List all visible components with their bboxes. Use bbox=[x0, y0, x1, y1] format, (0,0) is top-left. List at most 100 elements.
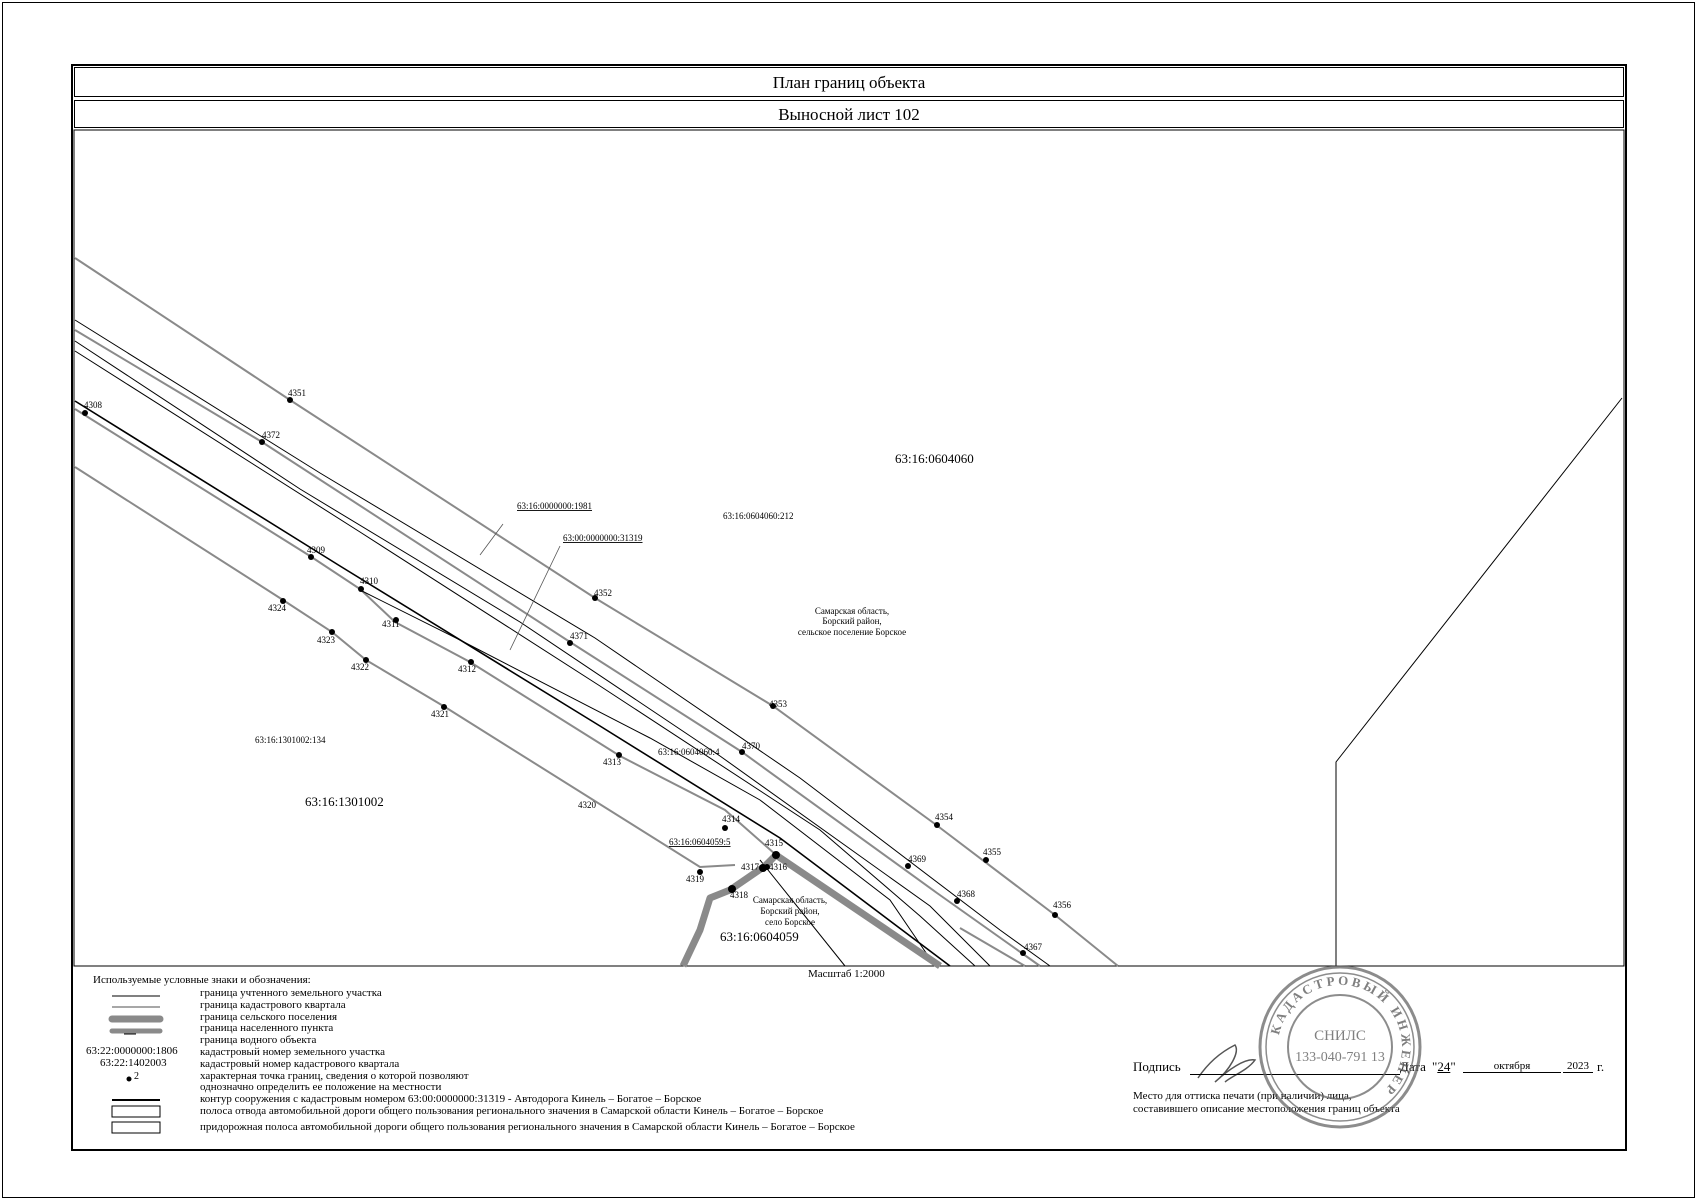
leader-lines bbox=[479, 523, 561, 651]
parcel-label-31319: 63:00:0000000:31319 bbox=[563, 533, 643, 543]
quarter-line-e bbox=[759, 859, 846, 967]
legend-sample-parcel: 63:22:0000000:1806 bbox=[86, 1045, 178, 1057]
parcel-labels: 63:16:0604060 63:16:1301002 63:16:060405… bbox=[255, 451, 974, 944]
quarter-line-d bbox=[74, 350, 976, 967]
boundary-line-4324 bbox=[74, 466, 736, 869]
address-top-line-2: Борский район, bbox=[822, 616, 881, 626]
boundary-line-4367 bbox=[959, 927, 1026, 967]
point-label-4355: 4355 bbox=[983, 847, 1002, 857]
legend-item-6: кадастровый номер земельного участка bbox=[200, 1046, 385, 1058]
boundary-points bbox=[82, 397, 1058, 956]
legend-item-10: контур сооружения с кадастровым номером … bbox=[200, 1093, 702, 1105]
point-label-4315: 4315 bbox=[765, 838, 784, 848]
date-month: октября bbox=[1463, 1060, 1561, 1073]
legend-item-2: граница кадастрового квартала bbox=[200, 999, 346, 1011]
date-day: "24" bbox=[1432, 1059, 1456, 1074]
point-label-4318: 4318 bbox=[730, 890, 749, 900]
point-label-4322: 4322 bbox=[351, 662, 369, 672]
scale-label: Масштаб 1:2000 bbox=[808, 968, 885, 980]
engineer-stamp: КАДАСТРОВЫЙ ИНЖЕНЕР СНИЛС 133-040-791 13 bbox=[1258, 965, 1422, 1129]
stamp-snils-number: 133-040-791 13 bbox=[1295, 1050, 1385, 1065]
page-title-box: План границ объекта bbox=[74, 67, 1624, 97]
point-label-4310: 4310 bbox=[360, 576, 379, 586]
legend-symbols bbox=[108, 995, 164, 1134]
quarter-label-1301002: 63:16:1301002 bbox=[305, 794, 384, 809]
address-top: Самарская область, Борский район, сельск… bbox=[798, 606, 906, 637]
sheet-subtitle-box: Выносной лист 102 bbox=[74, 100, 1624, 128]
legend-sample-point: 2 bbox=[134, 1071, 139, 1082]
point-label-4371: 4371 bbox=[570, 631, 588, 641]
address-bottom-line-2: Борский район, bbox=[760, 906, 819, 916]
point-label-4323: 4323 bbox=[317, 635, 336, 645]
address-top-line-1: Самарская область, bbox=[815, 606, 889, 616]
point-label-4314: 4314 bbox=[722, 814, 741, 824]
boundary-line-4372 bbox=[74, 329, 1041, 967]
stamp-note-line-1: Место для оттиска печати (при наличии) л… bbox=[1133, 1090, 1352, 1102]
quarter-label-0604059: 63:16:0604059 bbox=[720, 929, 799, 944]
legend-item-7: кадастровый номер кадастрового квартала bbox=[200, 1058, 400, 1070]
legend-item-9: однозначно определить ее положение на ме… bbox=[200, 1081, 442, 1093]
date-year-suffix: г. bbox=[1597, 1059, 1605, 1074]
date-year: 2023 bbox=[1563, 1060, 1593, 1073]
quarter-boundaries bbox=[74, 319, 1623, 967]
parcel-label-0604059-5: 63:16:0604059:5 bbox=[669, 837, 731, 847]
point-label-4367: 4367 bbox=[1024, 942, 1043, 952]
point-label-4321: 4321 bbox=[431, 709, 449, 719]
point-label-4319: 4319 bbox=[686, 874, 705, 884]
address-top-line-3: сельское поселение Борское bbox=[798, 627, 906, 637]
quarter-line-b bbox=[74, 340, 991, 967]
point-label-4309: 4309 bbox=[307, 545, 326, 555]
point-label-4353: 4353 bbox=[769, 699, 788, 709]
legend-item-4: граница населенного пункта bbox=[200, 1022, 334, 1034]
point-label-4308: 4308 bbox=[84, 400, 103, 410]
stamp-note-line-2: составившего описание местоположения гра… bbox=[1133, 1103, 1400, 1115]
point-label-4368: 4368 bbox=[957, 889, 976, 899]
parcel-label-0604060-4: 63:16:0604060:4 bbox=[658, 747, 720, 757]
signature-label: Подпись bbox=[1133, 1059, 1181, 1074]
quarter-line-c bbox=[74, 319, 1051, 967]
point-label-4372: 4372 bbox=[262, 430, 280, 440]
right-boundary bbox=[1335, 397, 1623, 966]
point-label-4369: 4369 bbox=[908, 854, 927, 864]
point-label-4311: 4311 bbox=[382, 619, 400, 629]
address-bottom: Самарская область, Борский район, село Б… bbox=[753, 895, 827, 927]
legend-item-3: граница сельского поселения bbox=[200, 1011, 338, 1023]
signature-scribble bbox=[1197, 1044, 1257, 1083]
point-label-4312: 4312 bbox=[458, 664, 476, 674]
address-bottom-line-3: село Борское bbox=[765, 917, 815, 927]
quarter-line-f bbox=[359, 589, 936, 967]
legend-item-5: граница водного объекта bbox=[200, 1034, 317, 1046]
map-area-frame bbox=[73, 129, 1625, 967]
parcel-label-212: 63:16:0604060:212 bbox=[723, 511, 794, 521]
boundary-line-4308 bbox=[74, 408, 776, 855]
legend-item-11: полоса отвода автомобильной дороги общег… bbox=[200, 1105, 824, 1117]
point-label-4370: 4370 bbox=[742, 741, 761, 751]
sheet-subtitle: Выносной лист 102 bbox=[778, 105, 920, 124]
parcel-boundaries bbox=[74, 257, 1119, 967]
point-label-4354: 4354 bbox=[935, 812, 954, 822]
legend-sample-quarter: 63:22:1402003 bbox=[100, 1057, 167, 1069]
address-bottom-line-1: Самарская область, bbox=[753, 895, 827, 905]
legend-heading: Используемые условные знаки и обозначени… bbox=[93, 974, 311, 986]
legend-item-8: характерная точка границ, сведения о кот… bbox=[200, 1070, 469, 1082]
point-labels: 4351 4372 4308 4309 4310 4311 4312 4324 … bbox=[84, 388, 1072, 952]
point-label-4316: 4316 bbox=[769, 862, 788, 872]
drawing-frame bbox=[71, 64, 1627, 1151]
legend-item-12: придорожная полоса автомобильной дороги … bbox=[200, 1121, 855, 1133]
quarter-line-a bbox=[74, 400, 951, 967]
point-label-4324: 4324 bbox=[268, 603, 287, 613]
point-label-4352: 4352 bbox=[594, 588, 612, 598]
page-title: План границ объекта bbox=[772, 73, 926, 92]
stamp-snils-label: СНИЛС bbox=[1314, 1028, 1366, 1044]
legend-item-1: граница учтенного земельного участка bbox=[200, 987, 382, 999]
boundary-line-4351 bbox=[74, 257, 1119, 967]
point-label-4320: 4320 bbox=[578, 800, 597, 810]
point-label-4356: 4356 bbox=[1053, 900, 1072, 910]
quarter-label-0604060: 63:16:0604060 bbox=[895, 451, 974, 466]
parcel-label-134: 63:16:1301002:134 bbox=[255, 735, 326, 745]
point-label-4313: 4313 bbox=[603, 757, 622, 767]
parcel-label-1981: 63:16:0000000:1981 bbox=[517, 501, 592, 511]
